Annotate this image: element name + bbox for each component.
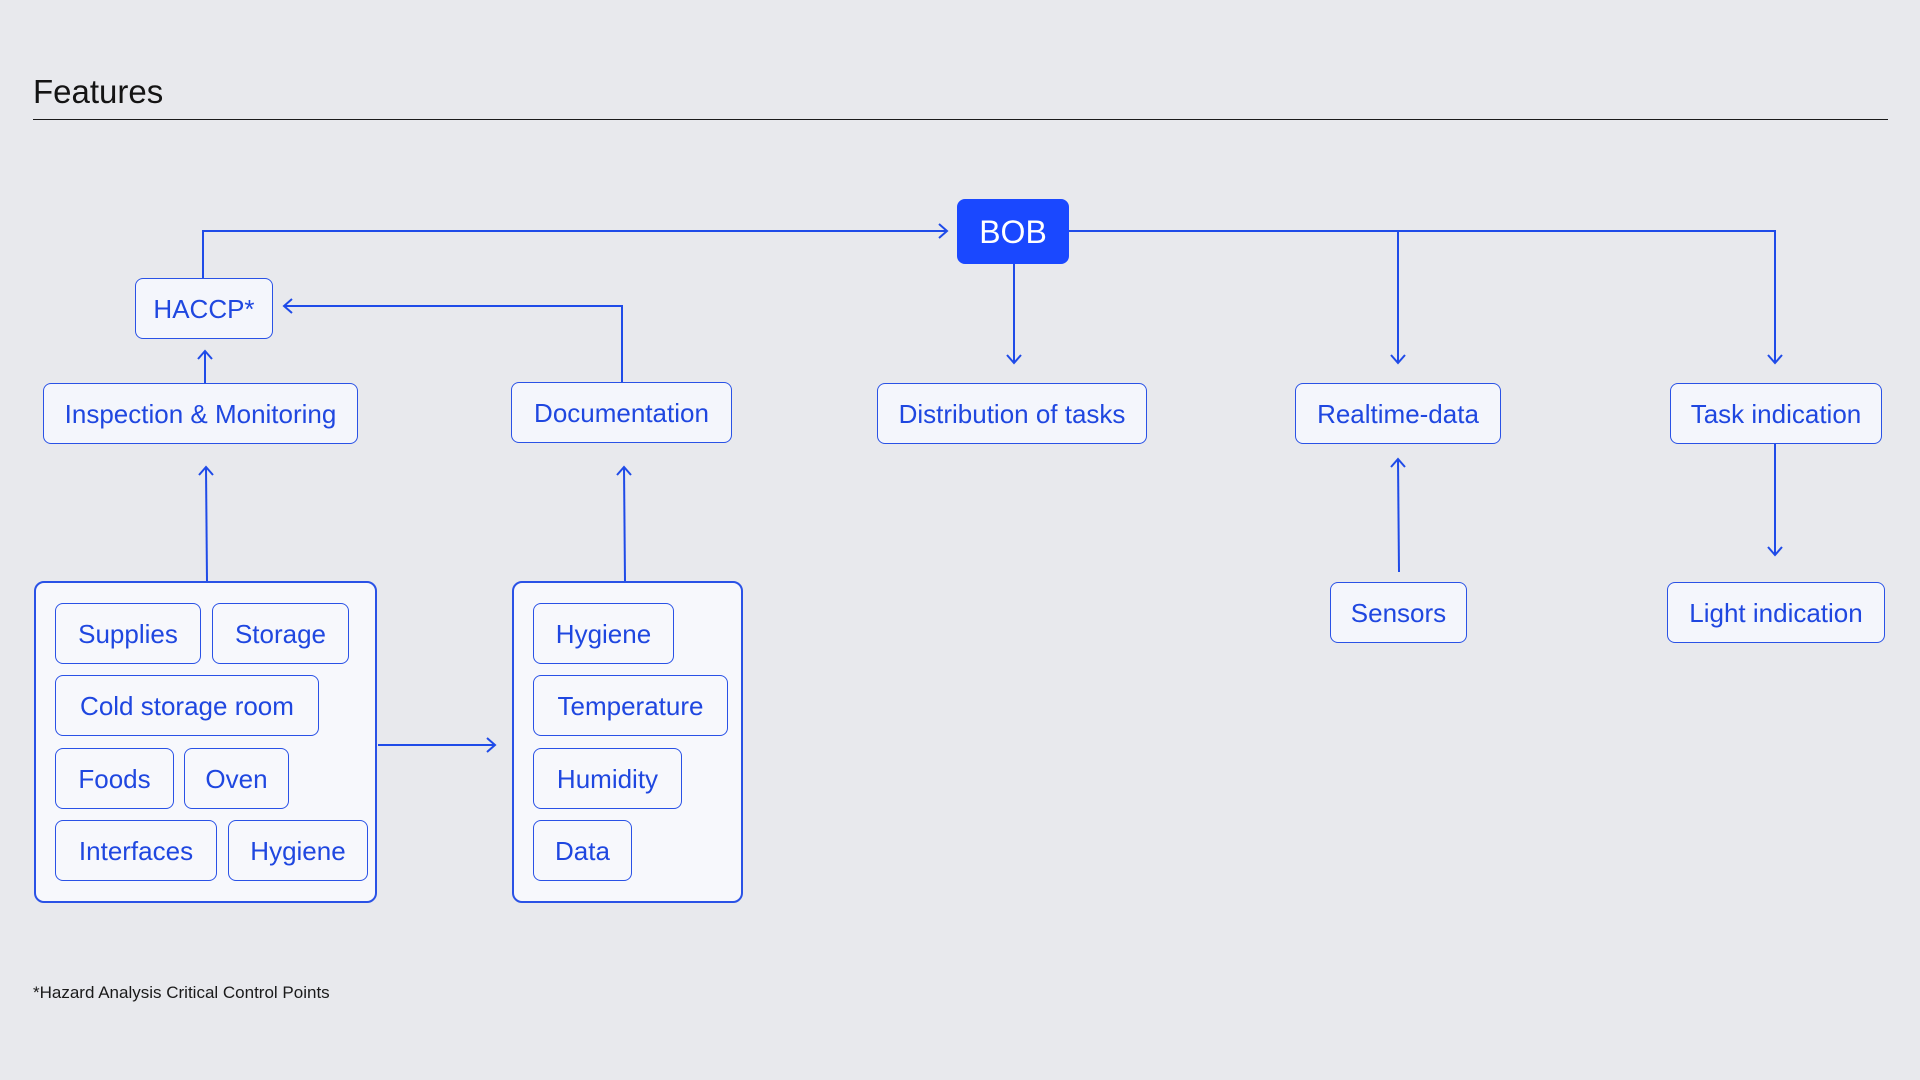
edge-documentation-to-haccp-arrowhead (282, 298, 293, 314)
edge-inspection-items-to-inspection (205, 467, 208, 582)
edge-haccp-to-bob (202, 230, 946, 278)
edge-bob-to-realtime-and-task (1068, 230, 1776, 362)
inspection-item-foods: Foods (55, 748, 174, 809)
inspection-item-oven: Oven (184, 748, 289, 809)
title-divider (33, 119, 1888, 120)
page-title: Features (33, 73, 164, 110)
edge-sensors-to-realtime (1397, 459, 1400, 573)
realtime-data-node: Realtime-data (1295, 383, 1501, 444)
documentation-item-hygiene: Hygiene (533, 603, 674, 664)
edge-documentation-to-haccp (285, 305, 623, 382)
inspection-item-storage: Storage (212, 603, 349, 664)
edge-documentation-items-to-documentation-arrowhead (616, 465, 632, 476)
bob-node: BOB (957, 199, 1069, 264)
edge-bob-to-realtime-arrowhead (1390, 354, 1406, 365)
footnote: *Hazard Analysis Critical Control Points (33, 983, 330, 1002)
documentation-item-temperature: Temperature (533, 675, 728, 736)
edge-task-to-light-arrowhead (1767, 546, 1783, 557)
documentation-item-data: Data (533, 820, 632, 881)
documentation-item-humidity: Humidity (533, 748, 682, 809)
inspection-item-cold-storage-room: Cold storage room (55, 675, 319, 736)
edge-documentation-items-to-documentation (623, 467, 626, 582)
sensors-node: Sensors (1330, 582, 1467, 643)
edge-bob-to-task-arrowhead (1767, 354, 1783, 365)
haccp-node: HACCP* (135, 278, 273, 339)
task-indication-node: Task indication (1670, 383, 1882, 444)
edge-inspection-items-to-documentation-items-arrowhead (486, 737, 497, 753)
edge-inspection-items-to-inspection-arrowhead (198, 465, 214, 476)
distribution-of-tasks-node: Distribution of tasks (877, 383, 1147, 444)
light-indication-node: Light indication (1667, 582, 1885, 643)
inspection-item-hygiene: Hygiene (228, 820, 368, 881)
edge-inspection-to-haccp-arrowhead (197, 349, 213, 360)
inspection-item-supplies: Supplies (55, 603, 201, 664)
edge-sensors-to-realtime-arrowhead (1390, 457, 1406, 468)
edge-haccp-to-bob-arrowhead (938, 223, 949, 239)
documentation-node: Documentation (511, 382, 732, 443)
edge-bob-to-distribution-arrowhead (1006, 354, 1022, 365)
inspection-monitoring-node: Inspection & Monitoring (43, 383, 358, 444)
inspection-item-interfaces: Interfaces (55, 820, 217, 881)
